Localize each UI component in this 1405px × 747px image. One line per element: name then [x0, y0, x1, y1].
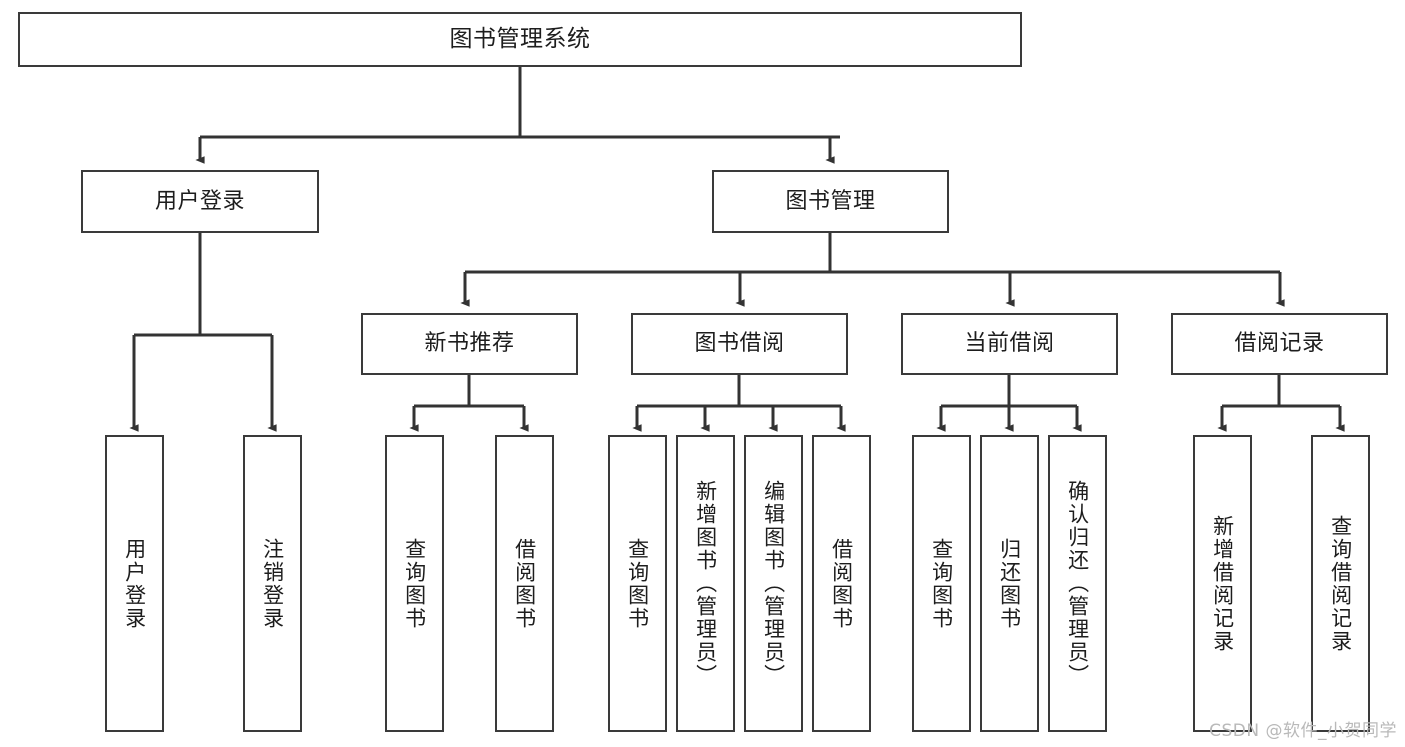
node-label: 图书管理系统 [449, 25, 591, 52]
node-label: 借阅记录 [1234, 331, 1325, 357]
node-label: 查询借阅记录 [1328, 514, 1353, 653]
node-label: 注销登录 [260, 537, 285, 630]
node-label: 归还图书 [997, 537, 1022, 630]
node-book-management-system[interactable]: 图书管理系统 [18, 12, 1022, 67]
leaf-user-login[interactable]: 用户登录 [105, 435, 164, 732]
node-label: 当前借阅 [964, 331, 1055, 357]
node-book-management[interactable]: 图书管理 [712, 170, 949, 233]
node-label: 图书管理 [785, 188, 876, 214]
leaf-return-book[interactable]: 归还图书 [980, 435, 1039, 732]
node-label: 查询图书 [929, 537, 954, 630]
node-label: 新增借阅记录 [1210, 514, 1235, 653]
node-label: 用户登录 [154, 188, 245, 214]
leaf-add-borrow-record[interactable]: 新增借阅记录 [1193, 435, 1252, 732]
node-label: 编辑图书（管理员） [761, 480, 786, 687]
leaf-query-book-current[interactable]: 查询图书 [912, 435, 971, 732]
leaf-add-book-admin[interactable]: 新增图书（管理员） [676, 435, 735, 732]
leaf-query-borrow-record[interactable]: 查询借阅记录 [1311, 435, 1370, 732]
leaf-user-logout[interactable]: 注销登录 [243, 435, 302, 732]
watermark: CSDN @软件_小贺同学 [1209, 721, 1397, 741]
node-label: 新书推荐 [424, 331, 515, 357]
leaf-borrow-book[interactable]: 借阅图书 [812, 435, 871, 732]
node-label: 确认归还（管理员） [1065, 480, 1090, 687]
leaf-confirm-return-admin[interactable]: 确认归还（管理员） [1048, 435, 1107, 732]
node-label: 查询图书 [625, 537, 650, 630]
node-current-borrow[interactable]: 当前借阅 [901, 313, 1118, 375]
node-new-book-recommend[interactable]: 新书推荐 [361, 313, 578, 375]
leaf-borrow-book-recommend[interactable]: 借阅图书 [495, 435, 554, 732]
leaf-edit-book-admin[interactable]: 编辑图书（管理员） [744, 435, 803, 732]
leaf-query-book-recommend[interactable]: 查询图书 [385, 435, 444, 732]
leaf-query-book-borrow[interactable]: 查询图书 [608, 435, 667, 732]
node-borrow-record[interactable]: 借阅记录 [1171, 313, 1388, 375]
node-label: 图书借阅 [694, 331, 785, 357]
node-label: 新增图书（管理员） [693, 480, 718, 687]
node-label: 借阅图书 [512, 537, 537, 630]
node-label: 查询图书 [402, 537, 427, 630]
node-label: 用户登录 [122, 537, 147, 630]
node-label: 借阅图书 [829, 537, 854, 630]
node-user-login[interactable]: 用户登录 [81, 170, 319, 233]
node-book-borrow[interactable]: 图书借阅 [631, 313, 848, 375]
